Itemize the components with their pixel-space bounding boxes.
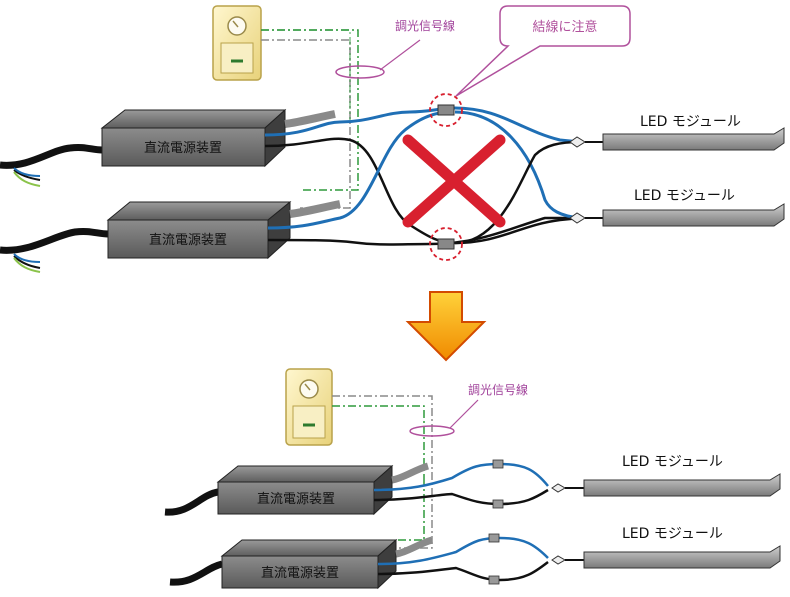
led-label: LED モジュール xyxy=(622,454,723,470)
input-cable-3 xyxy=(164,488,219,516)
led-module-1: LED モジュール xyxy=(569,114,785,151)
output-stub-3 xyxy=(391,462,430,484)
wire-connector xyxy=(437,104,455,116)
psu-label: 直流電源装置 xyxy=(257,492,335,507)
psu-label: 直流電源装置 xyxy=(144,141,222,156)
led-label: LED モジュール xyxy=(634,188,735,204)
led-label: LED モジュール xyxy=(622,526,723,542)
wire-connector xyxy=(437,238,455,250)
signal-wire-label: 調光信号線 xyxy=(395,18,455,33)
led-module-4: LED モジュール xyxy=(583,526,781,569)
psu-box-3: 直流電源装置 xyxy=(216,464,394,516)
down-arrow-icon xyxy=(405,291,487,362)
warning-circle xyxy=(429,93,463,127)
cross-mark-icon xyxy=(402,134,506,228)
input-cable-1 xyxy=(0,143,103,187)
psu3-output-wires xyxy=(373,459,584,509)
psu-box-4: 直流電源装置 xyxy=(220,538,398,590)
led-module-2: LED モジュール xyxy=(569,188,785,227)
psu-label: 直流電源装置 xyxy=(261,566,339,581)
led-label: LED モジュール xyxy=(640,114,741,130)
input-cable-2 xyxy=(0,227,109,273)
psu2-output-wires xyxy=(267,110,581,246)
dimmer-switch-icon xyxy=(212,5,262,81)
warning-circle xyxy=(429,227,463,261)
output-stub-4 xyxy=(395,536,434,558)
led-module-3: LED モジュール xyxy=(583,454,781,497)
dimmer-switch-icon xyxy=(285,368,333,446)
psu-label: 直流電源装置 xyxy=(149,233,227,248)
psu4-output-wires xyxy=(377,533,584,585)
warning-callout: 結線に注意 xyxy=(455,5,631,97)
psu-box-2: 直流電源装置 xyxy=(106,200,292,260)
output-stub-2 xyxy=(289,200,341,218)
psu-box-1: 直流電源装置 xyxy=(100,108,287,168)
input-cable-4 xyxy=(169,560,224,586)
warning-label: 結線に注意 xyxy=(532,19,597,35)
signal-wires-top: 調光信号線 xyxy=(261,18,455,209)
signal-wire-label: 調光信号線 xyxy=(468,382,528,397)
output-stub-1 xyxy=(284,110,336,128)
